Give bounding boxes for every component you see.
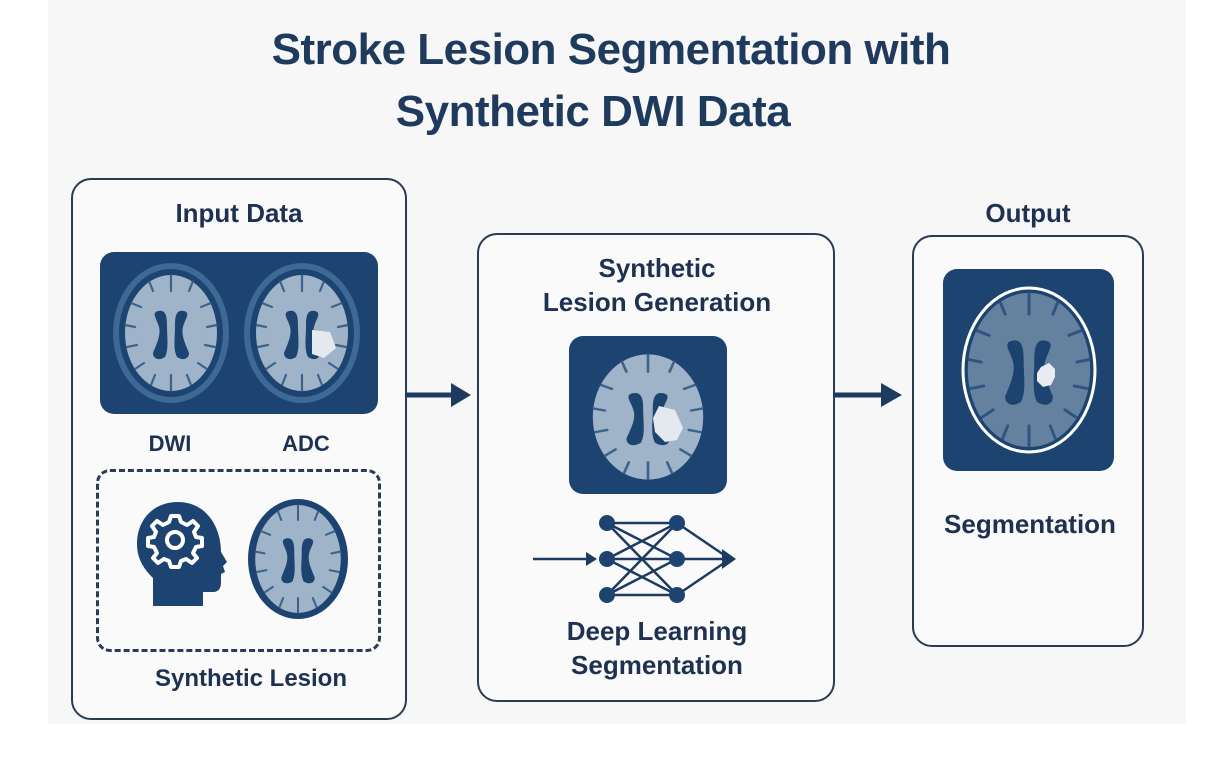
generation-scan-tile [569,336,727,494]
output-scan-tile [943,269,1114,471]
generated-lesion [653,406,683,442]
head-gear-icon [137,502,227,606]
synthetic-brain-scan-icon [248,499,348,619]
adc-label: ADC [282,431,330,456]
brain-lesion-scan-icon [591,353,705,481]
input-data-heading: Input Data [175,198,303,228]
output-heading: Output [985,198,1071,228]
synthetic-lesion-label: Synthetic Lesion [154,665,348,692]
arrow-input-to-generation [405,383,471,407]
synthetic-lesion-group [96,469,381,652]
deep-learning-label-line1: Deep Learning [566,616,748,646]
segmented-brain-scan-icon [961,286,1097,454]
diagram-title-line2: Synthetic DWI Data [395,87,791,136]
dwi-brain-scan-icon [113,263,229,403]
deep-learning-label-line2: Segmentation [571,650,743,680]
dwi-label: DWI [148,431,192,456]
arrow-generation-to-output [833,383,902,407]
input-scans-tile [100,252,378,414]
adc-lesion [312,330,336,358]
segmentation-label: Segmentation [944,509,1116,539]
generation-heading-line1: Synthetic [598,253,716,283]
diagram-title-line1: Stroke Lesion Segmentation with [271,25,951,74]
neural-network-icon [533,515,736,603]
adc-brain-scan-icon [244,263,360,403]
generation-heading-line2: Lesion Generation [542,287,772,317]
segmented-lesion [1037,363,1055,387]
